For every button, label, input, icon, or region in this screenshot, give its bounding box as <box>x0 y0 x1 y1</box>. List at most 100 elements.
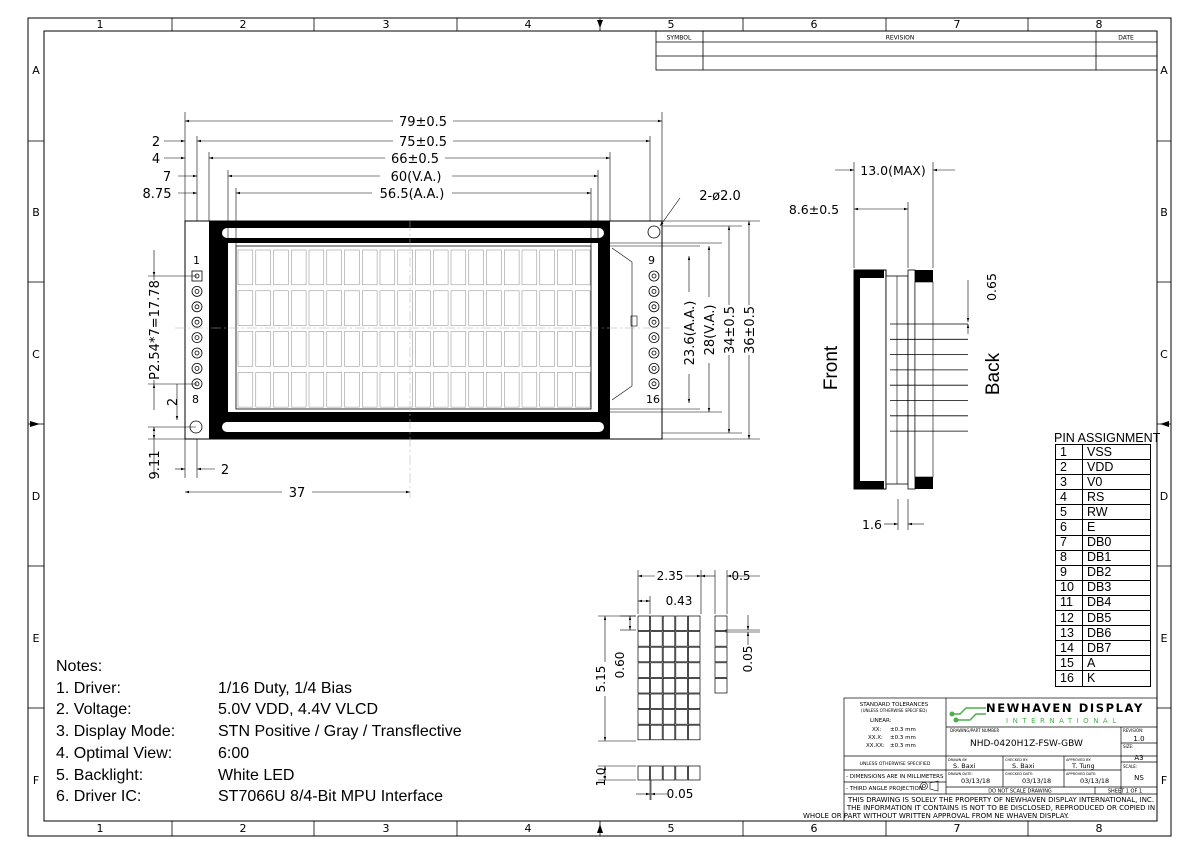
dim-2-bottom: 2 <box>221 463 229 478</box>
pin-number: 3 <box>1055 474 1083 491</box>
cursor-dot <box>650 765 663 781</box>
character-cell <box>326 331 342 367</box>
pin-signal: K <box>1082 670 1151 687</box>
tol-key: XX.X: <box>868 735 883 741</box>
top-dimension-labels: 79±0.5 75±0.5 66±0.5 60(V.A.) 56.5(A.A.)… <box>143 113 741 204</box>
note-key: 5. Backlight: <box>56 766 144 784</box>
dot <box>675 693 688 709</box>
character-cell <box>468 290 484 326</box>
character-cell <box>397 290 413 326</box>
dwg-label: DRAWING/PART NUMBER <box>950 728 1000 733</box>
dim-0-5: 0.5 <box>731 569 750 583</box>
company-intl: INTERNATIONAL <box>1006 717 1121 725</box>
disclaimer-line: THIS DRAWING IS SOLELY THE PROPERTY OF N… <box>847 796 1154 804</box>
dim-2-35: 2.35 <box>657 569 684 583</box>
drawn-value: S. Baxi <box>953 762 976 770</box>
dim-37: 37 <box>289 486 306 501</box>
pin-pad <box>191 362 203 374</box>
character-cell <box>344 331 360 367</box>
character-cell <box>433 249 449 286</box>
dim-23-aa: 23.6(A.A.) <box>683 301 698 366</box>
note-row: 1. Driver:1/16 Duty, 1/4 Bias <box>56 678 462 700</box>
character-cell <box>504 372 520 408</box>
symbol-header: SYMBOL <box>667 35 692 42</box>
pin-signal: RW <box>1082 504 1151 521</box>
character-cell <box>291 249 307 286</box>
pin-signal: DB1 <box>1082 549 1151 566</box>
back-label: Back <box>983 352 1004 395</box>
dot <box>662 646 676 663</box>
character-cell <box>237 372 254 408</box>
adjacent-dot <box>714 615 728 631</box>
row-label: A <box>1160 64 1168 77</box>
checked-date: 03/13/18 <box>1022 777 1051 785</box>
dim-79: 79±0.5 <box>399 115 447 130</box>
character-cell <box>308 372 325 408</box>
dim-0-60: 0.60 <box>613 652 627 679</box>
character-cell <box>308 249 325 286</box>
dot <box>688 724 701 741</box>
pin-number: 9 <box>1055 564 1083 581</box>
pin-assignment-title: PIN ASSIGNMENT <box>1054 431 1161 445</box>
col-label: 5 <box>668 18 675 31</box>
center-arrows <box>30 20 1169 833</box>
pin-number: 10 <box>1055 579 1083 596</box>
dot <box>662 631 676 647</box>
col-label: 7 <box>954 822 961 835</box>
character-cell <box>468 249 484 286</box>
bezel-slot-top <box>222 228 604 238</box>
character-cell <box>291 331 307 367</box>
revision-block: SYMBOL REVISION DATE <box>655 30 1158 71</box>
character-cell <box>326 290 342 326</box>
character-cell <box>344 249 360 286</box>
no-scale-note: DO NOT SCALE DRAWING <box>988 789 1052 795</box>
note-row: 5. Backlight:White LED <box>56 765 462 787</box>
pin-pad <box>648 316 660 328</box>
cursor-dot <box>662 765 676 781</box>
linear-label: LINEAR: <box>870 718 892 724</box>
title-block-text: STANDARD TOLERANCES (UNLESS OTHERWISE SP… <box>803 702 1155 820</box>
note-value: 6:00 <box>218 744 250 762</box>
dot <box>688 693 701 709</box>
dot <box>637 662 650 678</box>
row-label: A <box>32 64 40 77</box>
character-cell <box>557 372 573 408</box>
pin-signal: DB6 <box>1082 625 1151 642</box>
approved-date-label: APPROVED DATE: <box>1066 772 1096 776</box>
pin-number: 13 <box>1055 625 1083 642</box>
dim-0-65: 0.65 <box>984 273 999 301</box>
adjacent-dot <box>714 631 728 647</box>
part-number: NHD-0420H1Z-FSW-GBW <box>970 739 1083 749</box>
mount-hole <box>647 225 661 239</box>
pin-pad <box>648 285 660 297</box>
dot <box>650 693 663 709</box>
pin-signal: DB0 <box>1082 534 1151 551</box>
character-cell <box>539 372 555 408</box>
pin-signal: VSS <box>1082 443 1151 461</box>
date-header: DATE <box>1118 35 1134 42</box>
size-label: SIZE: <box>1123 744 1133 749</box>
character-cell <box>308 331 325 367</box>
dot <box>650 709 663 725</box>
dim-5-15: 5.15 <box>594 666 608 693</box>
character-cell <box>255 372 271 408</box>
row-label: E <box>1161 632 1168 645</box>
character-cell <box>415 249 431 286</box>
pin-signal: RS <box>1082 489 1151 506</box>
dot <box>650 724 663 741</box>
pin-row-right <box>648 270 660 390</box>
pin-signal: DB2 <box>1082 564 1151 581</box>
dim-66: 66±0.5 <box>391 152 439 167</box>
dim-34: 34±0.5 <box>723 306 738 354</box>
character-cell <box>255 290 271 326</box>
pin-pad <box>191 285 203 297</box>
side-profile <box>853 269 970 490</box>
dim-56-aa: 56.5(A.A.) <box>380 187 445 202</box>
character-cell <box>486 331 502 367</box>
